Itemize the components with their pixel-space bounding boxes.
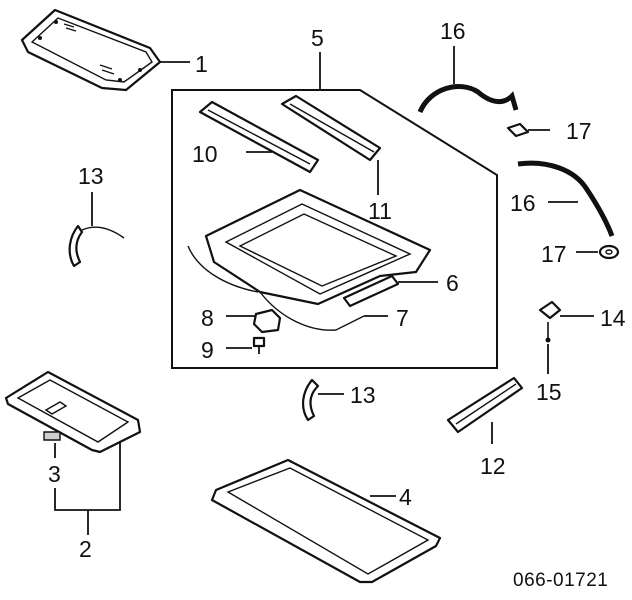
callout-16-top: 16	[440, 18, 466, 44]
part-17-grommet-right	[598, 244, 620, 260]
assembly-frame	[171, 89, 498, 369]
callout-12: 12	[480, 453, 506, 479]
callout-13-center: 13	[350, 382, 376, 408]
callout-4: 4	[399, 484, 412, 510]
part-16-hose-right	[517, 160, 615, 237]
part-1-glass-panel	[20, 8, 162, 92]
callout-1: 1	[195, 51, 208, 77]
part-13-clip-left	[68, 224, 125, 268]
callout-5: 5	[311, 25, 324, 51]
part-9-screw	[252, 336, 266, 354]
part-6-bracket	[342, 274, 400, 308]
part-12-rail	[446, 376, 524, 434]
callout-6: 6	[446, 270, 459, 296]
callout-11: 11	[368, 198, 392, 224]
callout-2: 2	[79, 536, 92, 562]
callout-17-top: 17	[566, 118, 592, 144]
callout-17-right: 17	[541, 241, 567, 267]
leader-2	[54, 442, 121, 511]
callout-7: 7	[396, 305, 409, 331]
part-3-clip	[43, 431, 61, 441]
callout-8: 8	[201, 305, 214, 331]
part-7-drain-pan	[259, 291, 365, 331]
callout-3: 3	[48, 461, 61, 487]
callout-16-right: 16	[510, 190, 536, 216]
part-16-hose-top	[417, 84, 519, 114]
part-17-grommet-top	[506, 122, 530, 138]
callout-10: 10	[192, 141, 218, 167]
sunroof-housing	[187, 188, 432, 306]
diagram-code: 066-01721	[513, 570, 608, 591]
part-10-deflector	[198, 100, 320, 174]
callout-14: 14	[600, 305, 626, 331]
part-15-screw	[545, 322, 551, 343]
part-8-motor	[252, 308, 282, 334]
part-14-clip	[538, 300, 562, 320]
part-4-seal	[210, 458, 442, 584]
callout-9: 9	[201, 337, 214, 363]
callout-15: 15	[536, 379, 562, 405]
part-11-rail	[280, 94, 382, 162]
part-2-sunshade	[4, 370, 142, 454]
part-13-clip-center	[302, 378, 320, 422]
callout-13-left: 13	[78, 163, 104, 189]
